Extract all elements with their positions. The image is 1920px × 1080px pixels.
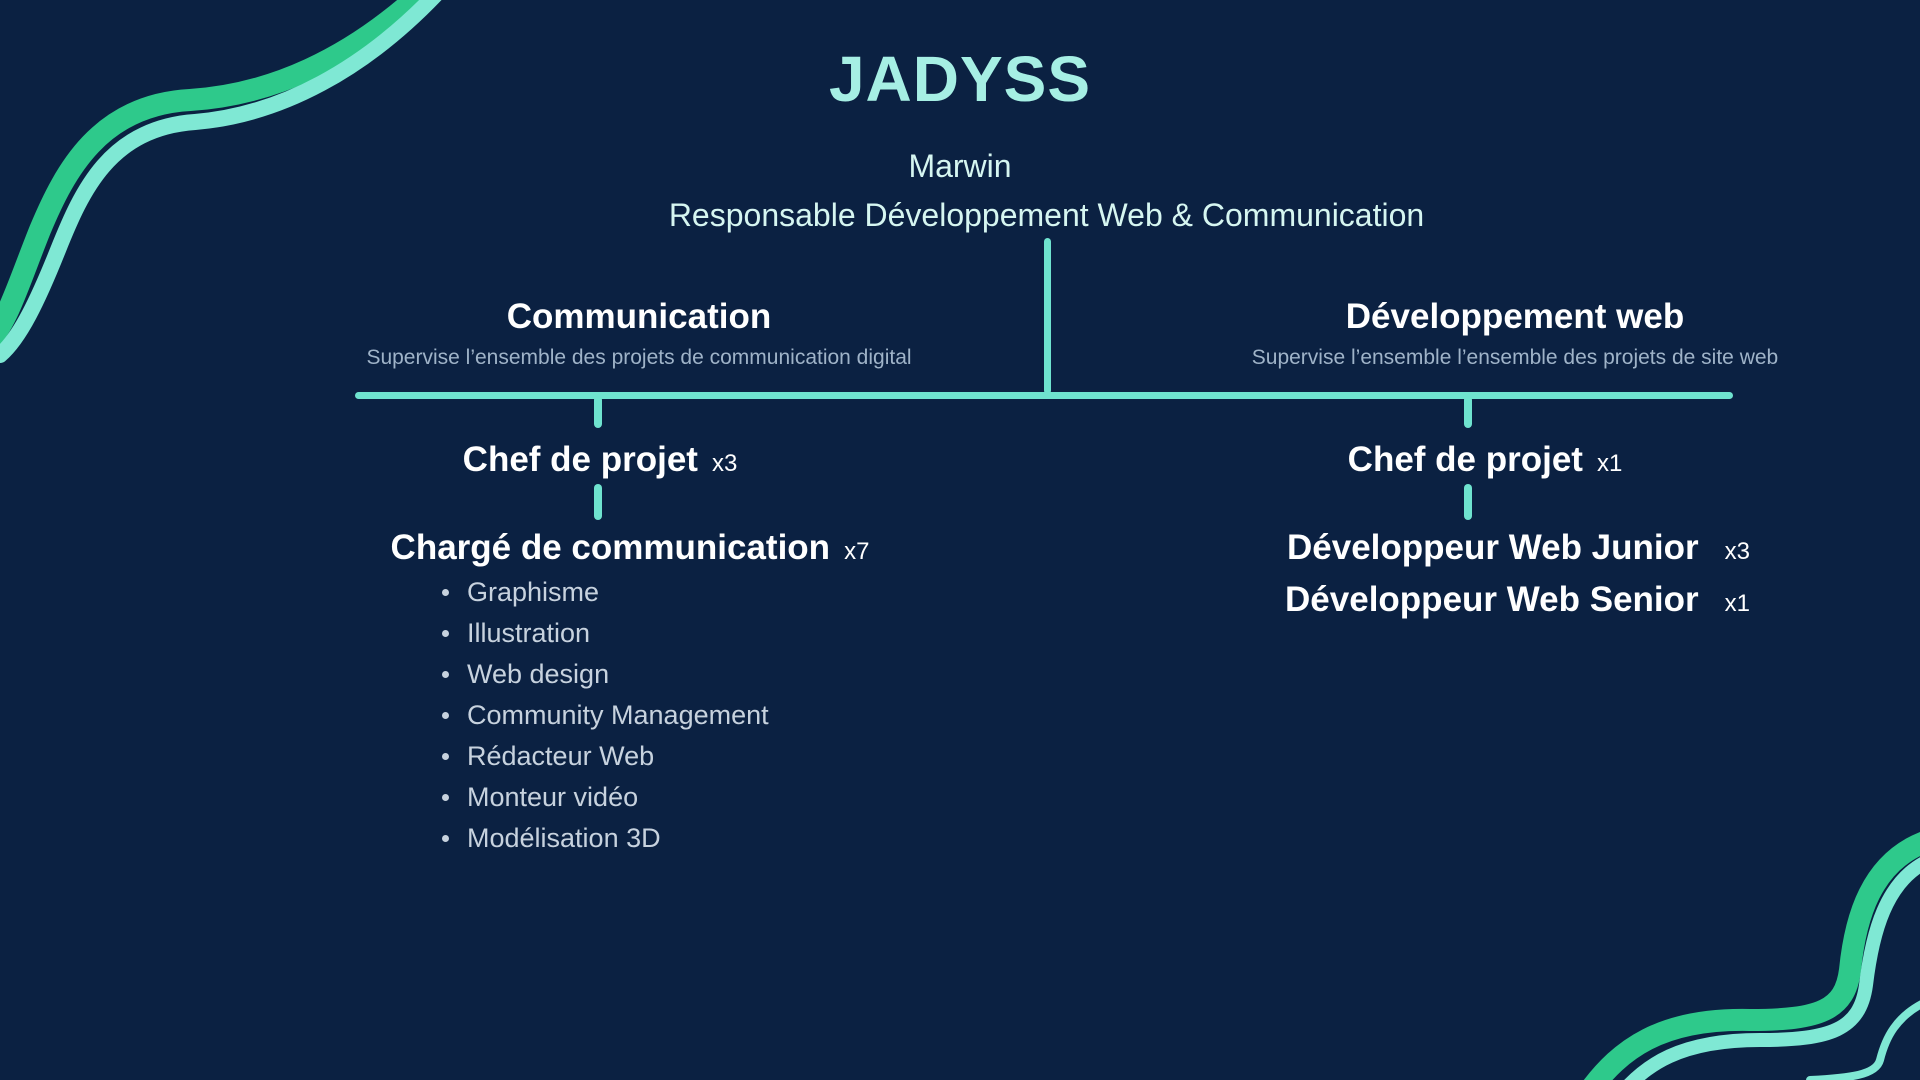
connector-horizontal — [355, 392, 1733, 399]
role-label: Développeur Web Senior — [1285, 580, 1699, 619]
communication-charge-de-communication: Chargé de communication x7 — [380, 528, 880, 568]
manager-name: Marwin — [908, 148, 1012, 184]
communication-chef-de-projet: Chef de projet x3 — [420, 440, 780, 480]
list-item: Rédacteur Web — [440, 736, 769, 777]
web-developpeur-senior: Développeur Web Senior x1 — [1230, 580, 1750, 620]
role-count: x7 — [844, 538, 870, 565]
department-communication-description: Supervise l’ensemble des projets de comm… — [366, 346, 912, 369]
role-count: x1 — [1596, 450, 1623, 477]
role-label: Chargé de communication — [390, 528, 831, 567]
bullet-icon — [442, 753, 449, 760]
role-label: Développeur Web Junior — [1286, 528, 1699, 567]
list-item: Illustration — [440, 613, 769, 654]
role-label: Chef de projet — [462, 440, 698, 479]
bullet-icon — [442, 794, 449, 801]
connector-communication-charge — [594, 484, 602, 520]
bullet-icon — [442, 589, 449, 596]
bullet-icon — [442, 671, 449, 678]
role-count: x3 — [711, 450, 738, 477]
bottom-right-wave-small — [1806, 1000, 1920, 1080]
top-left-wave-light — [0, 0, 442, 363]
bottom-right-wave-light — [1624, 857, 1920, 1080]
bottom-right-wave-dark — [1583, 832, 1920, 1080]
web-chef-de-projet: Chef de projet x1 — [1300, 440, 1670, 480]
web-developpeur-junior: Développeur Web Junior x3 — [1230, 528, 1750, 568]
list-item: Graphisme — [440, 572, 769, 613]
connector-web-dev — [1464, 484, 1472, 520]
communication-skills-list: Graphisme Illustration Web design Commun… — [440, 572, 769, 859]
connector-web-chef — [1464, 396, 1472, 428]
bullet-icon — [442, 835, 449, 842]
top-left-wave-dark — [0, 0, 431, 346]
department-web-description: Supervise l’ensemble l’ensemble des proj… — [1251, 346, 1779, 369]
connector-communication-chef — [594, 396, 602, 428]
department-communication-title: Communication — [506, 297, 772, 336]
bullet-icon — [442, 630, 449, 637]
list-item: Community Management — [440, 695, 769, 736]
role-count: x3 — [1724, 538, 1750, 565]
list-item: Monteur vidéo — [440, 777, 769, 818]
list-item: Modélisation 3D — [440, 818, 769, 859]
role-label: Chef de projet — [1347, 440, 1583, 479]
list-item: Web design — [440, 654, 769, 695]
bullet-icon — [442, 712, 449, 719]
slide-title: JADYSS — [828, 43, 1092, 115]
connector-manager-vertical — [1044, 238, 1051, 394]
role-count: x1 — [1724, 590, 1750, 617]
manager-role: Responsable Développement Web & Communic… — [668, 197, 1425, 233]
department-web-title: Développement web — [1345, 297, 1685, 336]
